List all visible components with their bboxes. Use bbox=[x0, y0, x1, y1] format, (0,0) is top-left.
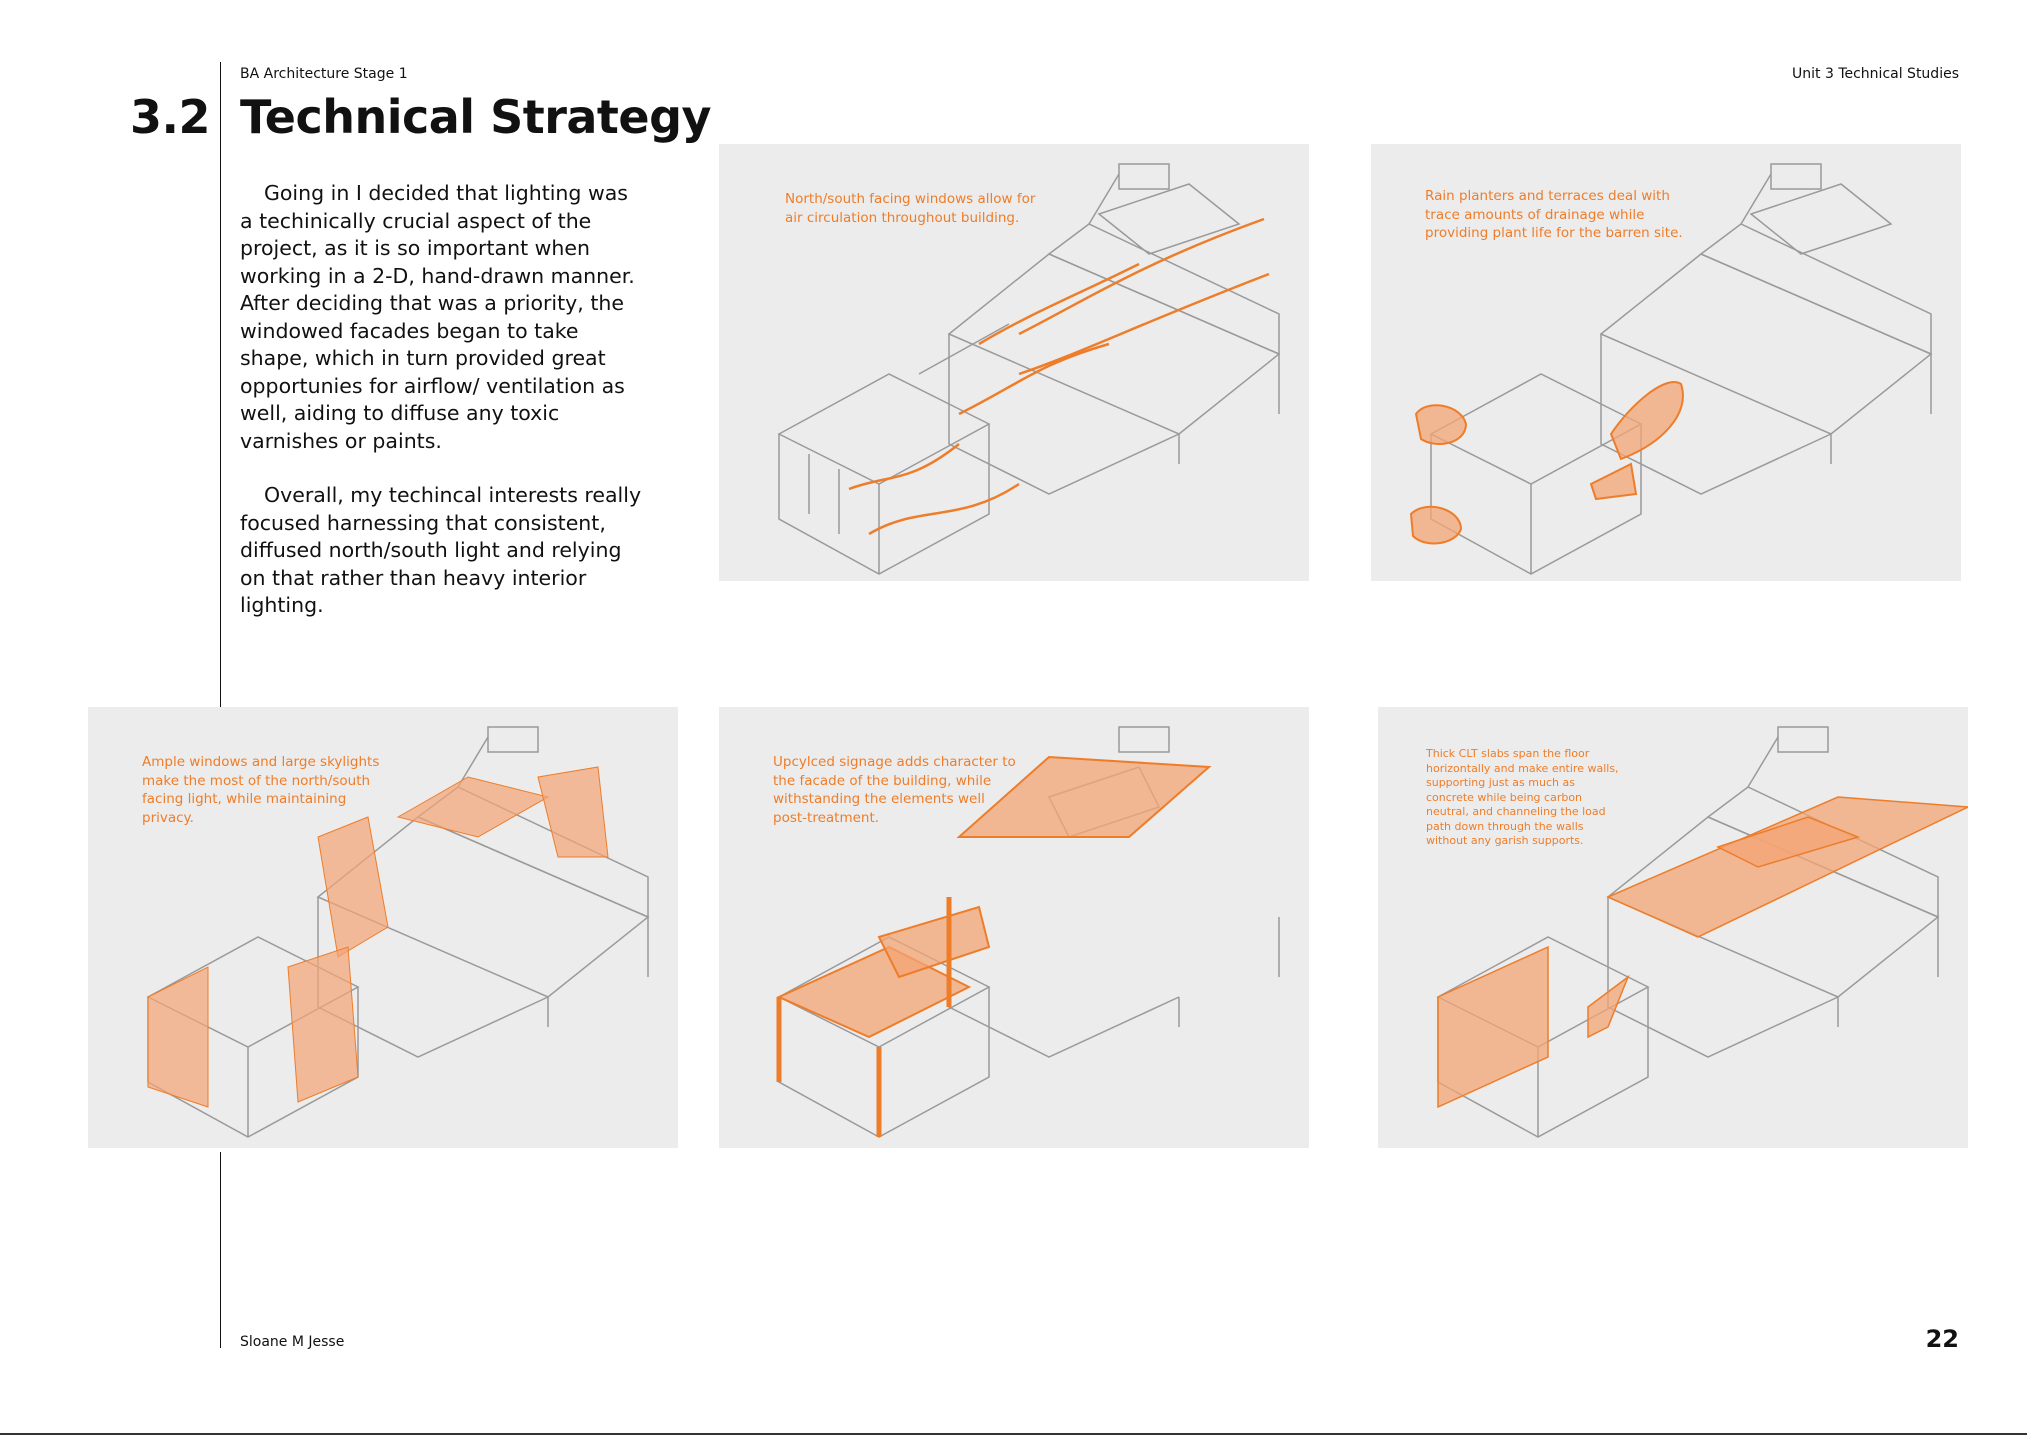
body-text: Going in I decided that lighting was a t… bbox=[240, 180, 645, 647]
panel-caption-3: Ample windows and large skylights make t… bbox=[142, 754, 380, 826]
page-number: 22 bbox=[1925, 1325, 1959, 1353]
margin-rule-bottom bbox=[220, 1152, 221, 1348]
panel-caption-2: Rain planters and terraces deal with tra… bbox=[1425, 188, 1683, 241]
panel-caption-5: Thick CLT slabs span the floor horizonta… bbox=[1426, 747, 1619, 847]
footer-author: Sloane M Jesse bbox=[240, 1334, 345, 1350]
building-axonometric-clt bbox=[1436, 726, 1968, 1138]
diagram-planters: Rain planters and terraces deal with tra… bbox=[1371, 144, 1961, 581]
section-number: 3.2 bbox=[130, 90, 211, 144]
body-paragraph-2: Overall, my techincal interests really f… bbox=[240, 483, 642, 617]
header-left: BA Architecture Stage 1 bbox=[240, 66, 408, 82]
diagram-clt-slabs: Thick CLT slabs span the floor horizonta… bbox=[1378, 707, 1968, 1148]
bottom-edge bbox=[0, 1433, 2027, 1435]
building-axonometric-skylights bbox=[146, 726, 650, 1138]
page-title: Technical Strategy bbox=[240, 90, 712, 144]
building-axonometric-signage bbox=[776, 726, 1280, 1138]
panel-caption-1: North/south facing windows allow for air… bbox=[785, 191, 1036, 226]
building-axonometric-airflow bbox=[777, 163, 1281, 575]
diagram-airflow: North/south facing windows allow for air… bbox=[719, 144, 1309, 581]
panel-caption-4: Upcylced signage adds character to the f… bbox=[773, 754, 1016, 826]
header-right: Unit 3 Technical Studies bbox=[1792, 66, 1959, 82]
body-paragraph-1: Going in I decided that lighting was a t… bbox=[240, 181, 635, 453]
margin-rule-top bbox=[220, 62, 221, 707]
diagram-signage: Upcylced signage adds character to the f… bbox=[719, 707, 1309, 1148]
building-axonometric-planters bbox=[1409, 163, 1933, 575]
diagram-skylights: Ample windows and large skylights make t… bbox=[88, 707, 678, 1148]
